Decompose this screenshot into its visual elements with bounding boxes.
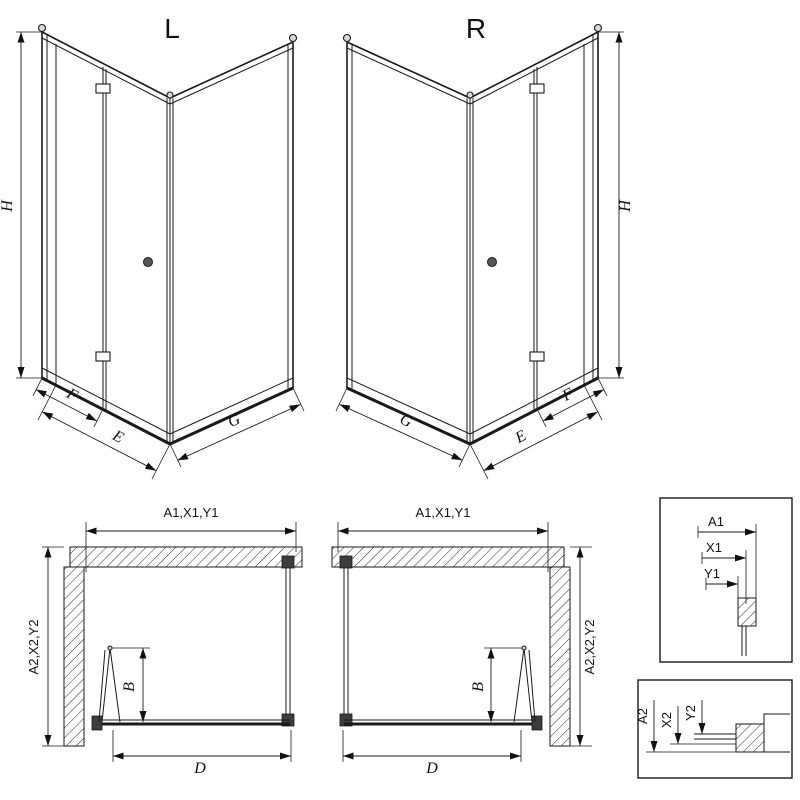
glass-panel-outline	[346, 41, 471, 445]
corner-cap	[466, 91, 474, 99]
wall-bracket	[281, 555, 295, 569]
variant-label-left: L	[164, 13, 180, 44]
folded-door-plan	[98, 645, 121, 723]
dim-label-a1x1y1: A1,X1,Y1	[164, 505, 219, 520]
dim-label-a2: A2	[635, 708, 650, 724]
dim-line-g	[339, 403, 463, 461]
pivot-bracket	[531, 715, 543, 731]
iso-left-dimensions: H F E G	[0, 31, 305, 480]
ext-line	[169, 443, 182, 468]
dim-label-b: B	[470, 682, 487, 692]
wall-bracket	[339, 555, 353, 569]
ext-line	[335, 387, 348, 412]
door-handle-icon	[487, 257, 497, 267]
dim-label-a1: A1	[708, 514, 724, 529]
dim-label-h: H	[0, 199, 16, 213]
iso-left-door	[55, 44, 153, 410]
ext-line	[597, 377, 608, 397]
plan-right-dimensions: A1,X1,Y1 A2,X2,Y2 B D	[337, 505, 597, 777]
door-panel-plan	[513, 647, 525, 723]
dim-line-e	[483, 411, 598, 472]
profile-cap	[342, 33, 352, 43]
ext-line	[32, 377, 43, 397]
ext-line	[151, 443, 171, 480]
ext-line	[292, 387, 305, 412]
iso-right-structure	[342, 23, 603, 446]
door-panel-plan	[109, 647, 121, 723]
wall-profile-section	[735, 723, 765, 753]
dim-label-a2x2y2: A2,X2,Y2	[26, 620, 41, 675]
iso-view-left: L	[0, 13, 305, 480]
dim-label-x2: X2	[659, 712, 674, 728]
dim-label-a1x1y1: A1,X1,Y1	[416, 505, 471, 520]
fold-hinge-icon	[521, 645, 527, 651]
plan-view-left: A1,X1,Y1 A2,X2,Y2 B D	[26, 505, 303, 777]
dim-label-y1: Y1	[704, 566, 720, 581]
hinge-top-icon	[95, 83, 111, 94]
dim-label-e: E	[109, 427, 127, 447]
dim-label-x1: X1	[706, 540, 722, 555]
top-rail	[169, 47, 294, 105]
ext-line	[37, 384, 57, 421]
wall-section-top	[69, 546, 303, 568]
profile-cap	[593, 23, 603, 33]
dim-line-g	[177, 403, 301, 461]
ext-line	[93, 408, 104, 428]
detail-box-top: A1 X1 Y1	[659, 497, 793, 663]
detail-frame	[637, 679, 793, 779]
top-rail	[346, 41, 471, 99]
door-panel-plan	[528, 649, 536, 723]
top-rail	[169, 41, 294, 99]
dim-line-e	[42, 411, 157, 472]
ext-line	[458, 443, 471, 468]
dim-label-g: G	[397, 411, 415, 431]
door-panel-plan	[101, 647, 111, 723]
dim-label-a2x2y2: A2,X2,Y2	[582, 620, 597, 675]
fold-hinge-icon	[107, 645, 113, 651]
ext-line	[536, 408, 547, 428]
door-handle-icon	[143, 257, 153, 267]
wall-section-right	[549, 566, 571, 747]
iso-right-door	[487, 44, 585, 410]
folded-door-plan	[513, 645, 536, 723]
dim-label-g: G	[225, 411, 243, 431]
profile-cap	[37, 23, 47, 33]
wall-profile-section	[737, 597, 757, 627]
door-panel-plan	[523, 647, 533, 723]
top-rail	[346, 47, 471, 105]
dim-label-b: B	[121, 682, 138, 692]
profile-step	[763, 713, 790, 724]
plan-left-dimensions: A1,X1,Y1 A2,X2,Y2 B D	[26, 505, 297, 777]
iso-right-dimensions: H G E F	[335, 31, 634, 480]
corner-cap	[166, 91, 174, 99]
dim-line-f	[542, 389, 605, 422]
hinge-bottom-icon	[529, 351, 545, 362]
dim-label-d: D	[193, 760, 206, 777]
hinge-top-icon	[529, 83, 545, 94]
wall-section-top	[331, 546, 565, 568]
plan-view-right: A1,X1,Y1 A2,X2,Y2 B D	[331, 505, 597, 777]
dim-label-h: H	[617, 199, 634, 213]
glass-panel-outline	[169, 41, 294, 445]
door-panel-plan	[98, 649, 106, 723]
top-rail	[469, 31, 599, 99]
dim-label-e: E	[512, 427, 530, 447]
iso-view-right: R	[335, 13, 634, 480]
pivot-bracket	[91, 715, 103, 731]
hinge-bottom-icon	[95, 351, 111, 362]
variant-label-right: R	[466, 13, 486, 44]
dim-label-f: F	[559, 385, 577, 405]
dim-label-d: D	[425, 760, 438, 777]
detail-box-bottom: A2 X2 Y2	[635, 679, 793, 779]
ext-line	[469, 443, 489, 480]
profile-cap	[288, 33, 298, 43]
wall-section-left	[63, 566, 85, 747]
iso-left-structure	[37, 23, 298, 446]
top-rail	[41, 31, 171, 99]
dim-label-y2: Y2	[683, 705, 698, 721]
detail-frame	[659, 497, 793, 663]
